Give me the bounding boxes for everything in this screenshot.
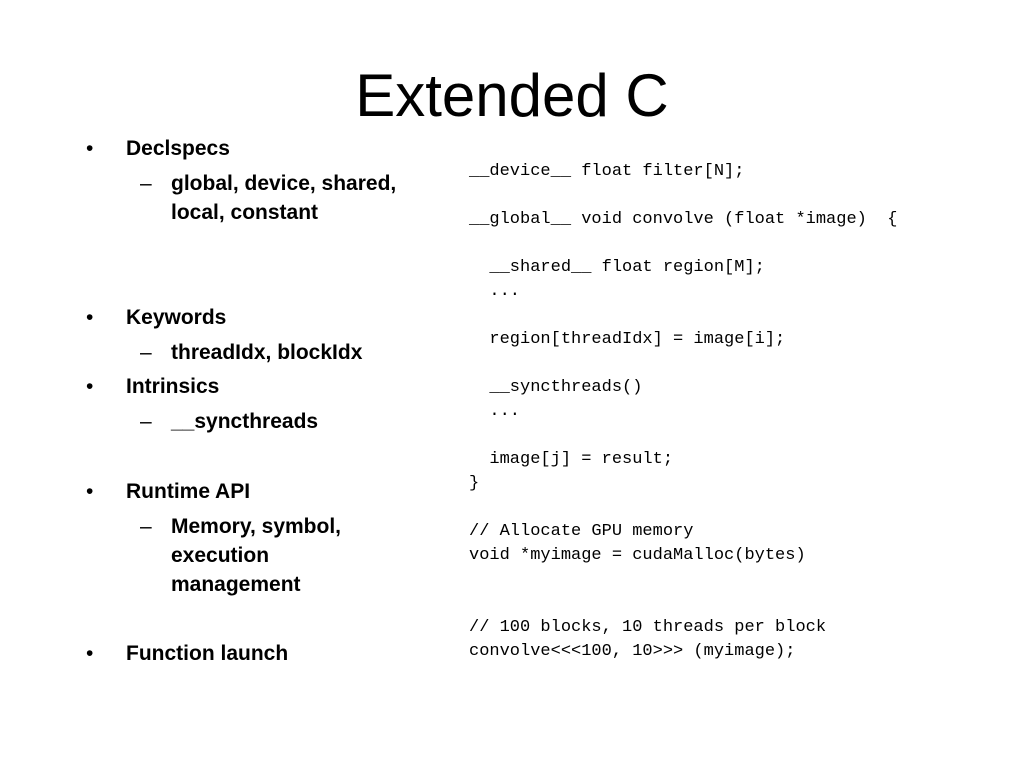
code-sample: __device__ float filter[N]; __global__ v…	[469, 162, 898, 661]
sub-bullet-declspecs: – global, device, shared, local, constan…	[140, 169, 440, 227]
sub-bullet-marker: –	[140, 172, 152, 195]
sub-bullet-marker: –	[140, 410, 152, 433]
sub-bullet-label: Memory, symbol, execution management	[171, 515, 341, 596]
bullet-label: Function launch	[126, 642, 289, 665]
bullet-marker: •	[86, 375, 94, 398]
sub-bullet-marker: –	[140, 515, 152, 538]
bullet-marker: •	[86, 137, 94, 160]
slide-title: Extended C	[355, 62, 669, 129]
sub-bullet-intrinsics: – __syncthreads	[140, 407, 440, 436]
sub-bullet-runtime-api: – Memory, symbol, execution management	[140, 512, 440, 599]
bullet-marker: •	[86, 306, 94, 329]
bullet-label: Runtime API	[126, 480, 251, 503]
bullet-list: • Declspecs – global, device, shared, lo…	[0, 0, 450, 768]
sub-bullet-label: __syncthreads	[171, 410, 319, 433]
sub-bullet-label: global, device, shared, local, constant	[171, 172, 397, 224]
bullet-marker: •	[86, 480, 94, 503]
bullet-marker: •	[86, 642, 94, 665]
sub-bullet-keywords: – threadIdx, blockIdx	[140, 338, 440, 367]
bullet-label: Keywords	[126, 306, 227, 329]
bullet-label: Intrinsics	[126, 375, 220, 398]
sub-bullet-marker: –	[140, 341, 152, 364]
sub-bullet-label: threadIdx, blockIdx	[171, 341, 363, 364]
bullet-label: Declspecs	[126, 137, 230, 160]
